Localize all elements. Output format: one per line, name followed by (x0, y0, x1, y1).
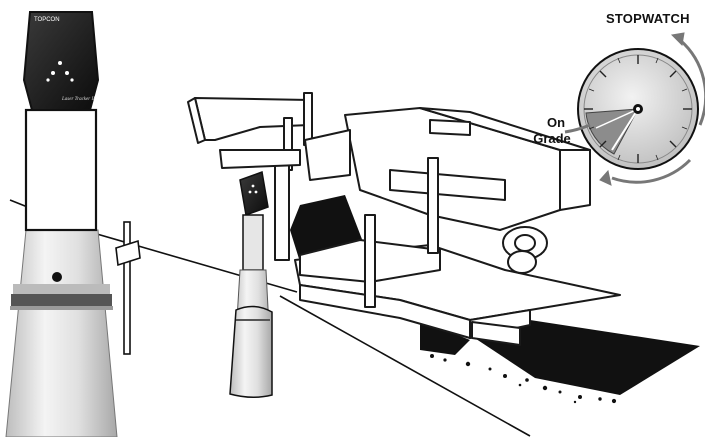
large-laser-receiver (5, 11, 118, 437)
model-name-text: Laser Tracker II (62, 97, 95, 102)
paver-machine-icon (187, 92, 621, 346)
on-grade-label-line2: Grade (533, 131, 571, 146)
stopwatch-icon (577, 48, 699, 170)
brand-logo-text: TOPCON (34, 17, 60, 23)
small-laser-cone (229, 269, 273, 398)
on-grade-label-line1: On (546, 115, 566, 130)
laser-sensor-icon (239, 170, 269, 271)
stopwatch-label: STOPWATCH (606, 11, 690, 26)
rotation-arrows (599, 32, 705, 186)
on-grade-pointer (564, 123, 591, 134)
string-line-stake (115, 221, 141, 355)
